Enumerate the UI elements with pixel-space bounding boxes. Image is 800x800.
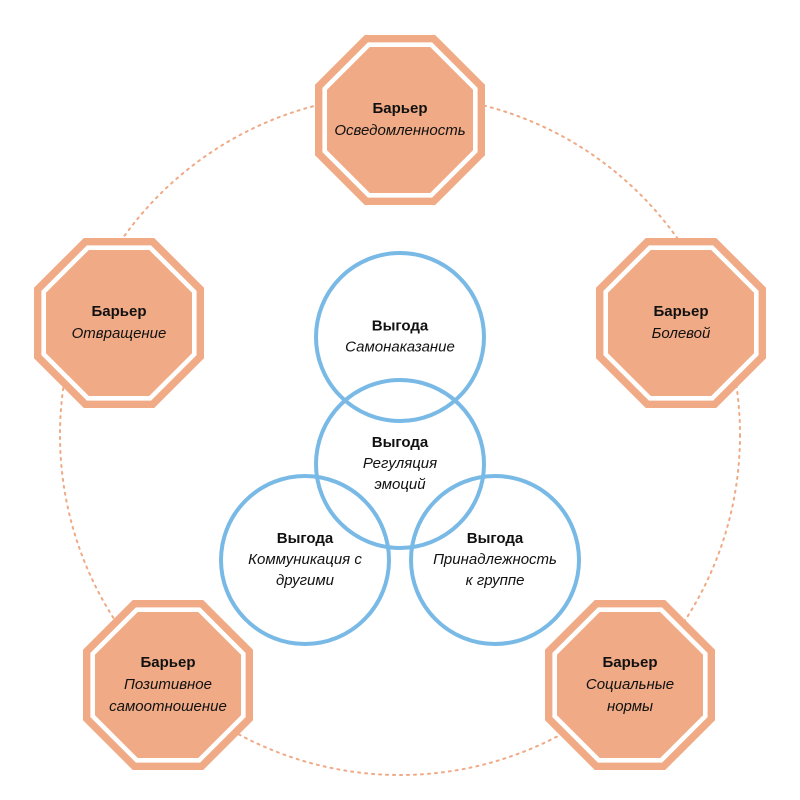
- benefit-circle-communication: [219, 474, 391, 646]
- node-subtitle: Принадлежность: [433, 551, 557, 568]
- benefit-group: ВыгодаСамонаказаниеВыгодаРегуляцияэмоций…: [219, 251, 581, 646]
- barrier-group: БарьерОсведомленностьБарьерБолевойБарьер…: [34, 35, 766, 770]
- octagon-inner: [557, 612, 703, 758]
- benefit-circle-emotion-regulation: [314, 378, 486, 550]
- node-subtitle: Социальные: [586, 676, 674, 693]
- node-subtitle: Болевой: [652, 325, 711, 342]
- node-subtitle: самоотношение: [109, 698, 227, 715]
- node-subtitle: Отвращение: [72, 325, 167, 342]
- octagon-inner: [608, 250, 754, 396]
- node-title: Барьер: [91, 303, 146, 320]
- orbit-circle: [59, 94, 741, 776]
- node-title: Барьер: [653, 303, 708, 320]
- benefit-circle-self-punishment: [314, 251, 486, 423]
- node-title: Барьер: [372, 100, 427, 117]
- node-subtitle: нормы: [607, 698, 653, 715]
- octagon-inner: [327, 47, 473, 193]
- node-title: Выгода: [372, 317, 429, 334]
- node-title: Выгода: [277, 530, 334, 547]
- node-subtitle: Регуляция: [363, 455, 437, 472]
- node-subtitle: к группе: [466, 572, 525, 589]
- node-subtitle: Коммуникация с: [248, 551, 362, 568]
- node-subtitle: эмоций: [374, 476, 426, 493]
- node-subtitle: другими: [276, 572, 335, 589]
- node-title: Барьер: [140, 654, 195, 671]
- node-subtitle: Позитивное: [124, 676, 212, 693]
- node-title: Барьер: [602, 654, 657, 671]
- node-subtitle: Осведомленность: [334, 122, 465, 139]
- node-title: Выгода: [372, 434, 429, 451]
- octagon-inner: [95, 612, 241, 758]
- node-subtitle: Самонаказание: [345, 338, 455, 355]
- octagon-inner: [46, 250, 192, 396]
- benefit-circle-belonging: [409, 474, 581, 646]
- node-title: Выгода: [467, 530, 524, 547]
